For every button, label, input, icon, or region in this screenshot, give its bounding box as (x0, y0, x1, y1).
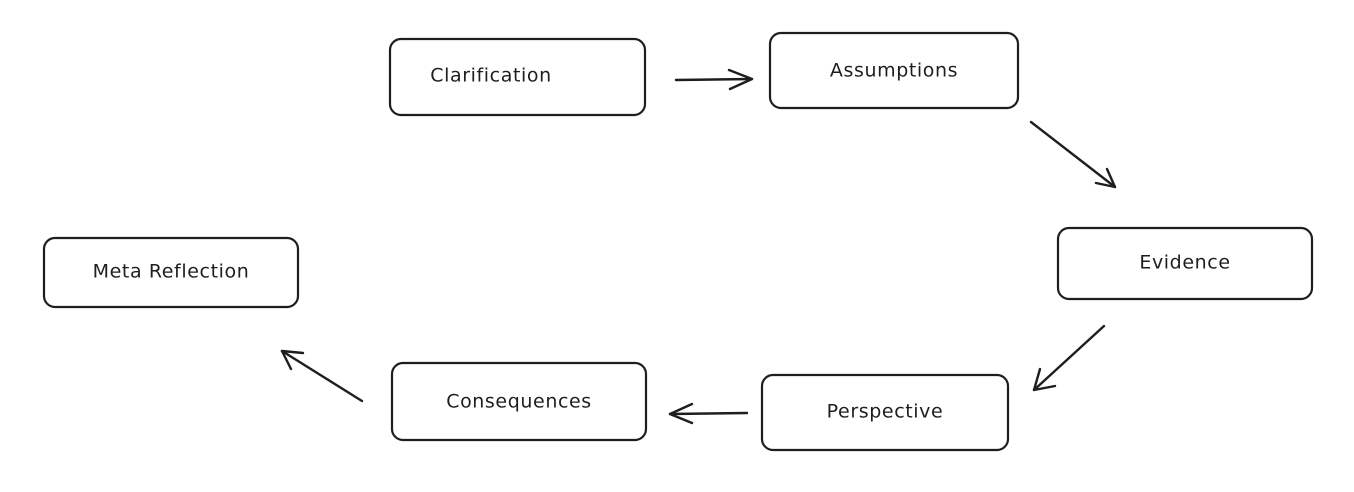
arrow-clarification-to-assumptions (674, 68, 754, 91)
node-assumptions[interactable]: Assumptions (768, 31, 1020, 110)
node-perspective[interactable]: Perspective (760, 373, 1010, 452)
node-evidence[interactable]: Evidence (1056, 226, 1314, 301)
arrow-evidence-to-perspective (1032, 324, 1106, 392)
arrow-consequences-to-meta-reflection (280, 349, 364, 403)
node-meta-reflection[interactable]: Meta Reflection (42, 236, 300, 309)
arrow-assumptions-to-evidence (1029, 120, 1117, 189)
node-meta-reflection-label: Meta Reflection (93, 261, 250, 283)
arrow-perspective-to-consequences (668, 402, 749, 425)
node-perspective-label: Perspective (827, 401, 944, 423)
node-assumptions-label: Assumptions (830, 60, 958, 82)
node-clarification-label: Clarification (430, 65, 552, 87)
node-evidence-label: Evidence (1139, 252, 1230, 274)
node-consequences-label: Consequences (446, 391, 592, 413)
node-clarification[interactable]: Clarification (388, 37, 647, 117)
node-consequences[interactable]: Consequences (390, 361, 648, 442)
